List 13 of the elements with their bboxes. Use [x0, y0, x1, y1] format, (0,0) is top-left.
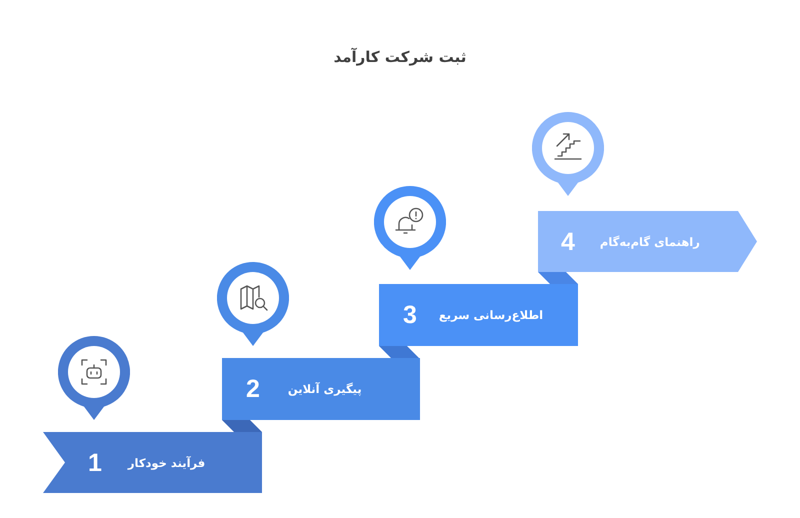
step-label: پیگیری آنلاین [288, 381, 362, 397]
step-label: اطلاع‌رسانی سریع [438, 307, 544, 323]
step-ribbon [538, 211, 757, 272]
step-number: 1 [88, 448, 102, 476]
step-ribbon [379, 284, 578, 346]
step-ribbon [43, 432, 262, 493]
step-ribbon [222, 358, 420, 420]
step-label: فرآیند خودکار [128, 454, 206, 470]
diagram-title: ثبت شرکت کارآمد [334, 46, 466, 68]
step-label: راهنمای گام‌به‌گام [600, 234, 700, 250]
step-number: 4 [561, 228, 575, 256]
step-number: 2 [246, 375, 260, 403]
step-number: 3 [403, 301, 417, 329]
